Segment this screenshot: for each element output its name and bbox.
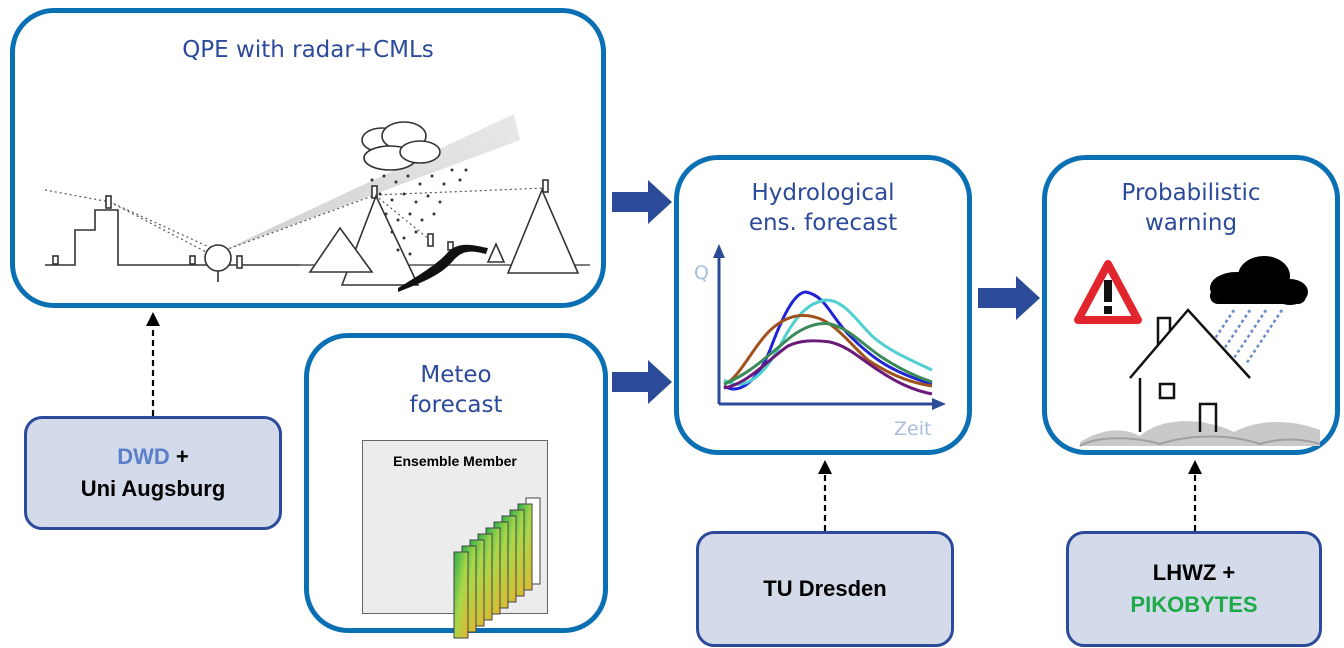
hydrograph-green: [723, 322, 933, 386]
ensemble-member-label: Ensemble Member: [393, 453, 517, 469]
hydro-title: Hydrological ens. forecast: [748, 180, 898, 236]
hydro-chart: [713, 244, 946, 410]
arrow-meteo-to-hydro: [612, 360, 672, 404]
rain-dots: [370, 168, 468, 256]
qpe-box: QPE with radar+CMLs: [10, 8, 606, 308]
lhwz-pikobytes-box: LHWZ + PIKOBYTES: [1066, 531, 1322, 647]
tu-dresden-label: TU Dresden: [763, 576, 887, 601]
warning-title: Probabilistic warning: [1121, 180, 1261, 236]
arrow-hydro-to-warning: [978, 276, 1040, 320]
lhwz-label: LHWZ +: [1152, 560, 1236, 585]
zeit-axis-label: Zeit: [894, 418, 932, 440]
warning-scene: [1074, 256, 1321, 447]
qpe-scene: [44, 114, 590, 292]
pikobytes-label: PIKOBYTES: [1130, 592, 1258, 617]
dwd-line: DWD +: [117, 441, 189, 473]
hydrograph-brown: [723, 314, 933, 388]
dwd-label: DWD: [117, 444, 170, 469]
q-axis-label: Q: [694, 262, 709, 284]
meteo-title: Meteo forecast: [409, 362, 503, 418]
plus-label: +: [169, 444, 189, 469]
radar-icon: [204, 244, 232, 272]
radar-beam: [220, 114, 520, 252]
hydrograph-purple: [723, 339, 933, 396]
dashed-arrowheads: [146, 312, 1202, 474]
cloud-icon: [361, 121, 441, 171]
ground-line: [45, 209, 300, 266]
flow-arrows: [612, 180, 1040, 404]
ensemble-stack: [453, 497, 541, 639]
arrow-qpe-to-hydro: [612, 180, 672, 224]
mountain-small: [308, 226, 374, 273]
storm-cloud-icon: [1210, 256, 1308, 305]
house-icon: [1129, 308, 1251, 432]
mountain-right: [506, 187, 580, 274]
river: [398, 244, 488, 292]
tu-dresden-box: TU Dresden: [696, 531, 954, 647]
uni-augsburg-label: Uni Augsburg: [80, 476, 226, 501]
hydrograph-cyan: [723, 298, 933, 386]
dwd-augsburg-box: DWD + Uni Augsburg: [24, 416, 282, 530]
dashed-arrows: [151, 326, 1197, 531]
qpe-title: QPE with radar+CMLs: [182, 37, 434, 63]
